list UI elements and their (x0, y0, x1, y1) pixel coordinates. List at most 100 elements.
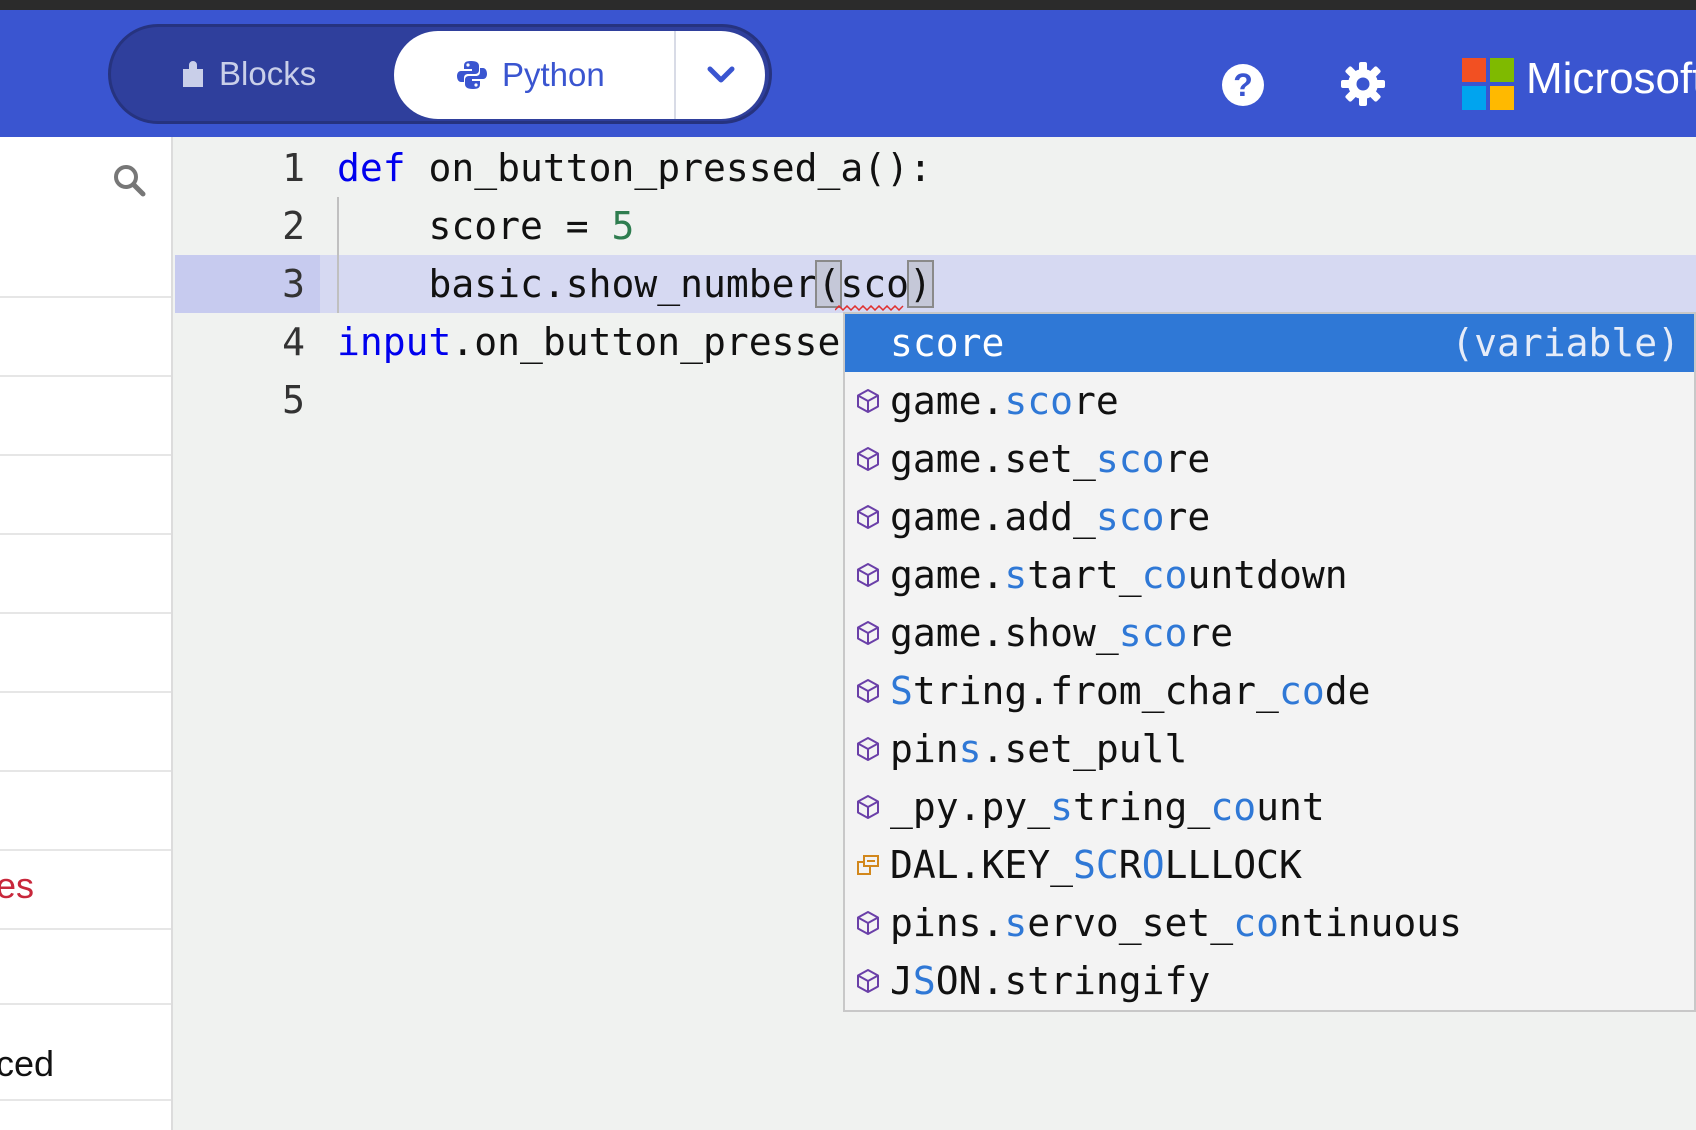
python-pill: Python (394, 31, 765, 119)
label-fragment: re (1164, 495, 1211, 539)
suggestion-label: String.from_char_code (890, 662, 1370, 720)
settings-button[interactable] (1340, 61, 1386, 107)
suggestion-item[interactable]: game.score (845, 372, 1694, 430)
toolbox-divider (0, 612, 171, 614)
indent-token (337, 262, 429, 306)
microsoft-brand-text: Microsoft (1526, 54, 1696, 103)
cube-icon (857, 563, 879, 587)
toolbox-category-advanced[interactable]: ced (0, 1043, 55, 1084)
label-fragment: tring.from_char_ (912, 669, 1279, 713)
match-highlight: s (1004, 553, 1028, 597)
suggestion-label: pins.servo_set_continuous (890, 894, 1462, 952)
match-highlight: s (958, 727, 982, 771)
suggestion-label: game.start_countdown (890, 546, 1348, 604)
toolbox-divider (0, 770, 171, 772)
help-button[interactable]: ? (1222, 64, 1264, 106)
toolbox-divider (0, 849, 171, 851)
enum-icon (857, 855, 879, 875)
label-fragment: .set_pull (981, 727, 1188, 771)
cube-icon (857, 911, 879, 935)
suggestion-label: game.show_score (890, 604, 1233, 662)
match-highlight: sco (1095, 437, 1165, 481)
suggestion-item[interactable]: pins.set_pull (845, 720, 1694, 778)
current-line-gutter-highlight (175, 255, 320, 313)
label-fragment: re (1187, 611, 1234, 655)
code-line[interactable]: input.on_button_presse (337, 313, 840, 371)
indent-token (337, 204, 429, 248)
match-highlight: s (1004, 901, 1028, 945)
label-fragment: game. (890, 553, 1005, 597)
cube-icon (857, 447, 879, 471)
line-number: 1 (282, 146, 305, 190)
label-fragment: tring_ (1073, 785, 1211, 829)
match-highlight: SC (1073, 843, 1119, 887)
keyword-token: input (337, 320, 452, 364)
suggestion-item[interactable]: game.start_countdown (845, 546, 1694, 604)
line-number: 5 (282, 378, 305, 422)
search-icon[interactable] (112, 163, 146, 197)
suggestion-item[interactable]: String.from_char_code (845, 662, 1694, 720)
toolbox-category-variables[interactable]: es (0, 865, 35, 906)
code-token: on_button_pressed_a(): (405, 146, 932, 190)
suggestion-item-selected[interactable]: score (variable) (845, 314, 1694, 372)
match-highlight: S (890, 669, 913, 713)
language-dropdown-button[interactable] (676, 31, 765, 119)
puzzle-icon (183, 61, 203, 87)
gear-icon (1341, 62, 1385, 106)
label-fragment: ervo_set_ (1027, 901, 1234, 945)
label-fragment: game. (890, 379, 1005, 423)
suggestion-label: game.set_score (890, 430, 1210, 488)
match-highlight: co (1233, 901, 1279, 945)
blocks-tab-label: Blocks (219, 55, 317, 92)
cube-icon (857, 621, 879, 645)
match-highlight: O (1141, 843, 1165, 887)
cube-icon (857, 389, 879, 413)
code-token: .on_button_presse (451, 320, 841, 364)
toolbox-divider (0, 1099, 171, 1101)
label-fragment: DAL.KEY_ (890, 843, 1074, 887)
keyword-token: def (337, 146, 406, 190)
indent-guide (337, 197, 339, 313)
label-fragment: ntinuous (1278, 901, 1462, 945)
chevron-down-icon (707, 66, 734, 83)
editor-toggle: Blocks Python (108, 24, 772, 124)
label-fragment: untdown (1187, 553, 1348, 597)
label-fragment: unt (1256, 785, 1325, 829)
cube-icon (857, 969, 879, 993)
label-fragment: pin (890, 727, 959, 771)
suggestion-label: _py.py_string_count (890, 778, 1325, 836)
toolbox-divider (0, 533, 171, 535)
suggestion-item[interactable]: game.add_score (845, 488, 1694, 546)
match-highlight: S (912, 959, 936, 1003)
suggestion-item[interactable]: game.show_score (845, 604, 1694, 662)
code-line[interactable]: def on_button_pressed_a(): (337, 139, 932, 197)
close-paren-token: ) (906, 260, 934, 308)
label-fragment: game.show_ (890, 611, 1119, 655)
suggestion-label: game.score (890, 372, 1119, 430)
label-fragment: de (1324, 669, 1371, 713)
open-paren-token: ( (815, 260, 843, 308)
error-squiggle (835, 305, 904, 311)
suggestion-item[interactable]: game.set_score (845, 430, 1694, 488)
label-fragment: re (1073, 379, 1119, 423)
match-highlight: sco (1095, 495, 1165, 539)
label-fragment: LLLOCK (1164, 843, 1302, 887)
function-call-token: basic.show_number (428, 262, 818, 306)
blocks-tab-button[interactable]: Blocks (181, 27, 316, 121)
suggestion-item[interactable]: DAL.KEY_SCROLLLOCK (845, 836, 1694, 894)
suggestion-item[interactable]: JSON.stringify (845, 952, 1694, 1010)
code-line[interactable]: basic.show_number(sco) (337, 255, 934, 313)
code-line[interactable]: score = 5 (337, 197, 635, 255)
python-tab-button[interactable]: Python (456, 31, 605, 119)
toolbox-divider (0, 375, 171, 377)
label-fragment: _py.py_ (890, 785, 1051, 829)
python-icon (457, 61, 487, 89)
toolbox-divider (0, 691, 171, 693)
suggestion-item[interactable]: pins.servo_set_continuous (845, 894, 1694, 952)
suggestion-item[interactable]: _py.py_string_count (845, 778, 1694, 836)
label-fragment: re (1164, 437, 1211, 481)
microsoft-logo[interactable] (1462, 58, 1514, 110)
match-highlight: co (1141, 553, 1188, 597)
cube-icon (857, 679, 879, 703)
